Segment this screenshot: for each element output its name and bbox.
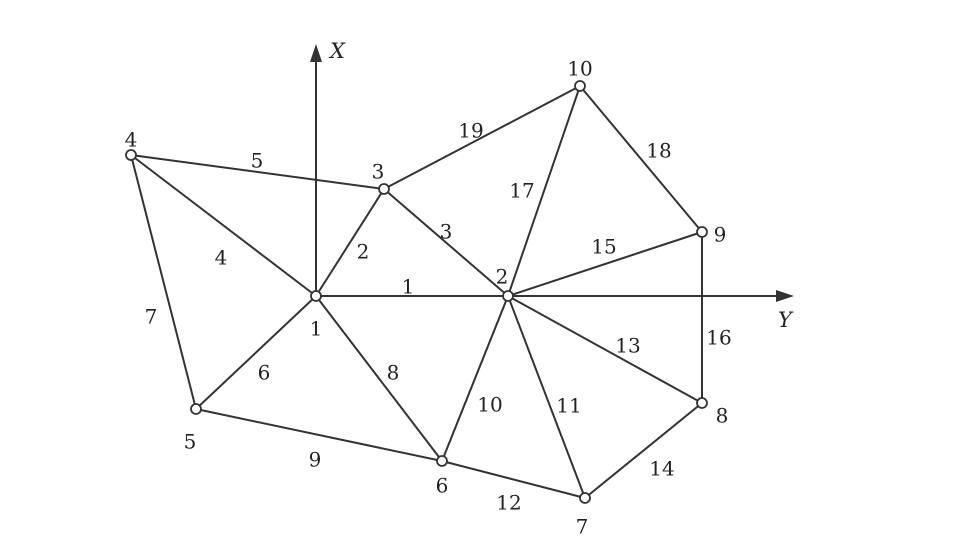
node-8 bbox=[696, 397, 708, 409]
edge-label-6: 6 bbox=[258, 361, 271, 385]
edge-label-10: 10 bbox=[477, 393, 502, 417]
edge-15 bbox=[507, 231, 703, 297]
edge-10 bbox=[441, 295, 509, 462]
node-10 bbox=[574, 80, 586, 92]
edge-label-12: 12 bbox=[496, 491, 521, 515]
edge-11 bbox=[507, 295, 586, 499]
edge-7 bbox=[130, 154, 197, 410]
edge-14 bbox=[584, 402, 703, 499]
axes-layer: X Y bbox=[310, 39, 794, 332]
x-axis-arrowhead bbox=[310, 44, 322, 62]
node-label-8: 8 bbox=[716, 404, 729, 428]
edge-12 bbox=[441, 460, 586, 499]
edge-label-7: 7 bbox=[145, 305, 158, 329]
edge-label-5: 5 bbox=[251, 149, 264, 173]
node-9 bbox=[696, 226, 708, 238]
edge-label-19: 19 bbox=[458, 119, 483, 143]
node-label-2: 2 bbox=[496, 265, 509, 289]
node-label-10: 10 bbox=[567, 57, 592, 81]
edge-13 bbox=[507, 295, 703, 404]
edge-label-16: 16 bbox=[706, 326, 731, 350]
node-4 bbox=[125, 149, 137, 161]
edge-label-9: 9 bbox=[309, 448, 322, 472]
edge-label-2: 2 bbox=[357, 240, 370, 264]
node-2 bbox=[502, 290, 514, 302]
edge-label-14: 14 bbox=[649, 457, 674, 481]
x-axis-label: X bbox=[328, 39, 346, 63]
edge-6 bbox=[195, 295, 317, 410]
node-label-6: 6 bbox=[436, 474, 449, 498]
edge-8 bbox=[315, 295, 443, 462]
edge-17 bbox=[507, 85, 581, 297]
node-label-4: 4 bbox=[125, 128, 138, 152]
edge-label-8: 8 bbox=[387, 361, 400, 385]
edge-4 bbox=[130, 154, 317, 297]
edge-18 bbox=[579, 85, 703, 233]
node-5 bbox=[190, 403, 202, 415]
node-1 bbox=[310, 290, 322, 302]
y-axis-arrowhead bbox=[776, 290, 794, 302]
node-label-1: 1 bbox=[310, 317, 323, 341]
edge-3 bbox=[383, 188, 509, 297]
edge-9 bbox=[195, 408, 443, 462]
nodes-layer bbox=[125, 80, 708, 504]
node-label-3: 3 bbox=[372, 160, 385, 184]
edge-19 bbox=[383, 85, 581, 190]
edge-2 bbox=[315, 188, 385, 297]
edge-label-3: 3 bbox=[440, 220, 453, 244]
edge-label-4: 4 bbox=[215, 246, 228, 270]
edge-label-18: 18 bbox=[646, 139, 671, 163]
node-label-9: 9 bbox=[714, 223, 727, 247]
edges-layer bbox=[130, 85, 703, 499]
y-axis-label: Y bbox=[778, 308, 794, 332]
node-6 bbox=[436, 455, 448, 467]
edge-label-13: 13 bbox=[615, 334, 640, 358]
edge-5 bbox=[130, 154, 385, 190]
node-label-7: 7 bbox=[576, 515, 589, 539]
edge-label-15: 15 bbox=[591, 235, 616, 259]
edge-label-11: 11 bbox=[556, 394, 581, 418]
node-label-5: 5 bbox=[184, 430, 197, 454]
edge-label-17: 17 bbox=[509, 179, 534, 203]
edge-label-1: 1 bbox=[402, 275, 415, 299]
node-7 bbox=[579, 492, 591, 504]
node-3 bbox=[378, 183, 390, 195]
